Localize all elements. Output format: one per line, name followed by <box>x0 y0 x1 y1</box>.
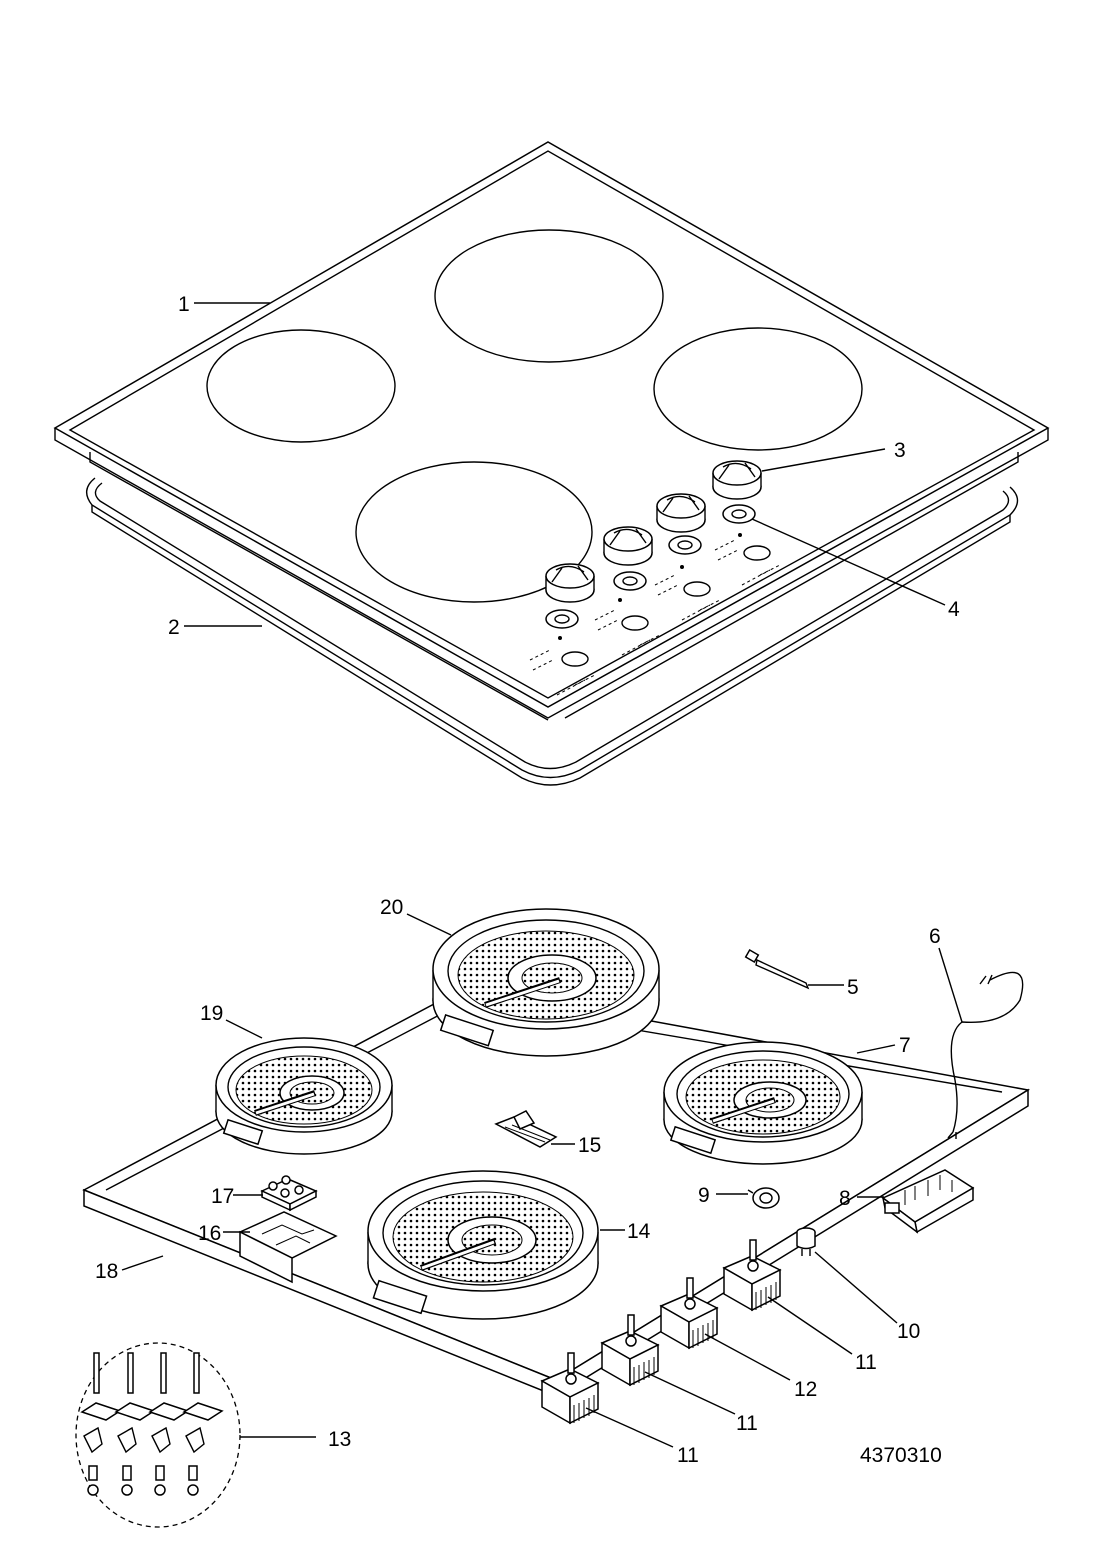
mounting-hardware-kit <box>75 1342 241 1528</box>
bezel <box>545 609 579 629</box>
callout-12: 12 <box>794 1378 817 1401</box>
callout-14: 14 <box>627 1220 651 1243</box>
right-zone <box>653 327 863 451</box>
cooking-zone-outlines <box>206 229 863 603</box>
knob-bezels <box>545 504 756 629</box>
indicator-light <box>747 1187 780 1209</box>
control-graphics <box>529 533 781 696</box>
callout-15: 15 <box>578 1134 601 1157</box>
callout-2: 2 <box>168 616 180 639</box>
callout-16: 16 <box>198 1222 221 1245</box>
callout-3: 3 <box>894 439 906 462</box>
callout-13: 13 <box>328 1428 351 1451</box>
knob <box>545 563 595 603</box>
terminal-block <box>881 1169 975 1234</box>
leader-lines <box>121 302 963 1448</box>
callout-11: 11 <box>736 1412 758 1435</box>
cooktop-frame-seal <box>86 477 1019 786</box>
signal-lamp <box>796 1227 816 1256</box>
rear-center-zone <box>434 229 664 363</box>
infinite-switches <box>540 1239 782 1425</box>
callout-8: 8 <box>839 1187 851 1210</box>
power-cord <box>947 971 1024 1139</box>
glass-cooktop-assembly <box>53 141 1050 786</box>
switch <box>722 1239 782 1312</box>
callout-11: 11 <box>855 1351 877 1374</box>
callout-10: 10 <box>897 1320 920 1343</box>
switch <box>659 1277 719 1350</box>
callout-6: 6 <box>929 925 941 948</box>
knob <box>603 526 653 566</box>
switch <box>600 1314 660 1387</box>
bezel <box>668 535 702 555</box>
figure-number: 4370310 <box>860 1444 942 1467</box>
switch <box>540 1352 600 1425</box>
hardware-set <box>80 1352 224 1496</box>
radiant-element-rear <box>432 908 660 1057</box>
radiant-element-left <box>215 1037 393 1155</box>
radiant-element-front <box>367 1170 599 1320</box>
callout-9: 9 <box>698 1184 710 1207</box>
cooktop-glass-panel <box>53 141 1050 721</box>
control-knobs <box>545 460 762 603</box>
callout-20: 20 <box>380 896 403 919</box>
callout-18: 18 <box>95 1260 118 1283</box>
callout-1: 1 <box>178 293 190 316</box>
sensor-bracket <box>494 1110 558 1148</box>
callout-19: 19 <box>200 1002 223 1025</box>
callout-5: 5 <box>847 976 859 999</box>
bezel <box>613 571 647 591</box>
wire-tie <box>744 949 810 990</box>
front-zone <box>355 461 593 603</box>
callout-17: 17 <box>211 1185 234 1208</box>
connector-block <box>260 1175 318 1212</box>
heat-shield <box>238 1211 338 1284</box>
callout-11: 11 <box>677 1444 699 1467</box>
radiant-element-right <box>663 1041 863 1165</box>
knob <box>712 460 762 500</box>
callout-4: 4 <box>948 598 960 621</box>
knob <box>656 493 706 533</box>
callout-7: 7 <box>899 1034 911 1057</box>
burner-box-assembly <box>75 908 1031 1528</box>
callout-labels: 1 2 3 4 5 6 7 8 9 10 11 11 11 12 13 14 1… <box>95 293 960 1467</box>
bezel <box>722 504 756 524</box>
left-zone <box>206 329 396 443</box>
